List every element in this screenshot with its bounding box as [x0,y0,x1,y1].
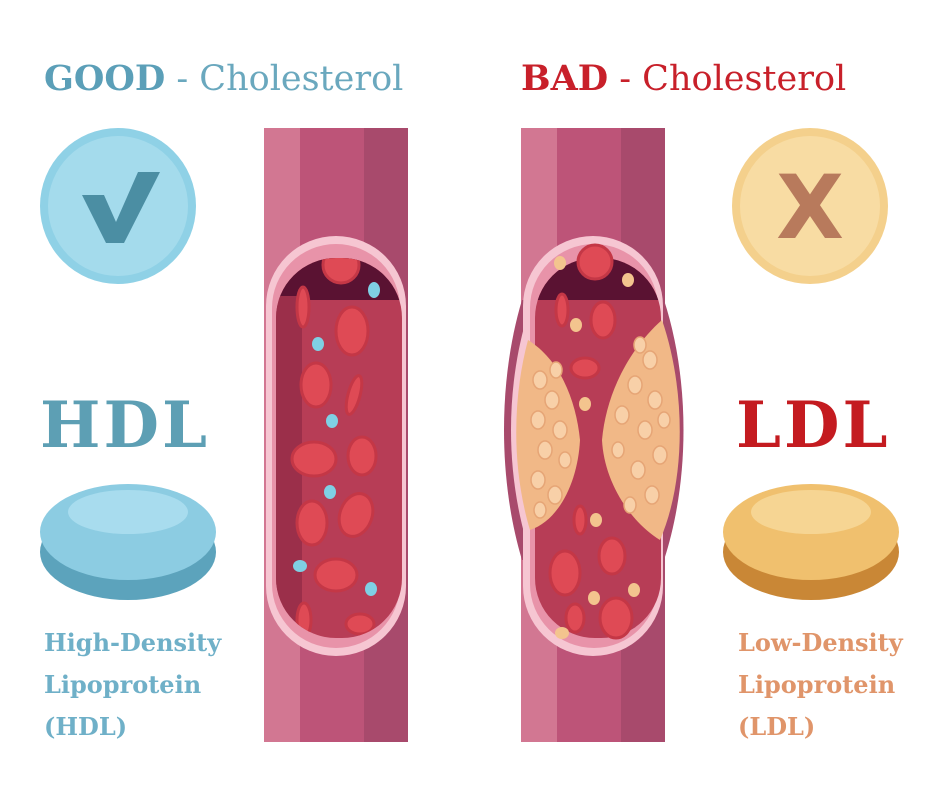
hdl-description-line: Lipoprotein [44,670,202,699]
healthy-artery [264,128,408,742]
clogged-artery [504,128,684,742]
good-cholesterol-title: GOOD - Cholesterol [44,58,404,99]
plaque-deposit [516,320,680,540]
hdl-description-line: (HDL) [44,712,128,741]
check-icon [82,172,160,243]
bad-cholesterol-title: BAD - Cholesterol [521,58,847,99]
ldl-particle-pill [723,484,899,600]
hdl-particle-pill [40,484,216,600]
ldl-description: Low-Density Lipoprotein (LDL) [738,622,903,748]
check-badge [40,128,196,284]
x-icon: X [776,156,844,259]
ldl-description-line: (LDL) [738,712,816,741]
ldl-particles [554,256,640,639]
hdl-description-line: High-Density [44,628,222,657]
hdl-description: High-Density Lipoprotein (HDL) [44,622,221,748]
hdl-label: HDL [40,388,210,463]
ldl-description-line: Lipoprotein [738,670,896,699]
red-blood-cells-clogged [548,243,634,640]
ldl-label: LDL [736,388,891,463]
ldl-description-line: Low-Density [738,628,903,657]
x-badge: X [732,128,888,284]
